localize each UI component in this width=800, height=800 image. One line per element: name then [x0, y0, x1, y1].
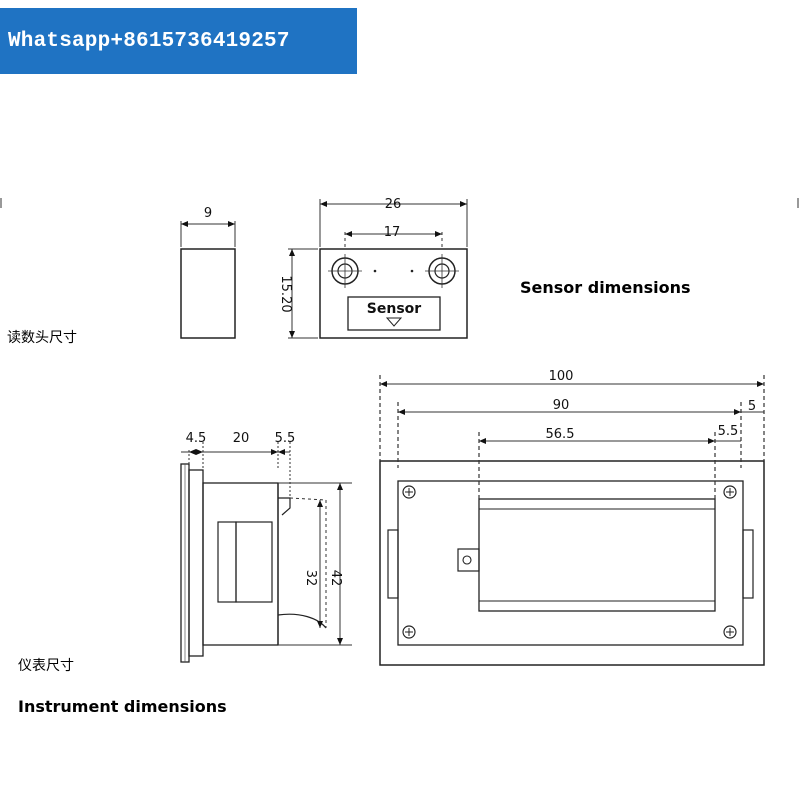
display-window	[478, 498, 716, 612]
sensor-front-view: 26 17 15.20 Sensor	[278, 197, 468, 339]
instrument-front-outline	[379, 460, 765, 666]
instrument-side-left-label: 4.5	[186, 431, 207, 446]
sensor-label-plate	[347, 296, 441, 331]
sensor-side-width-label: 9	[204, 206, 212, 221]
sensor-dimensions-heading: Sensor dimensions	[520, 278, 691, 297]
instrument-front-offset-label: 5.5	[718, 424, 739, 439]
instrument-front-window-label: 56.5	[546, 427, 575, 442]
instrument-side-inner-height-label: 32	[303, 570, 318, 587]
instrument-front-total-label: 100	[549, 369, 574, 384]
sensor-side-outline	[180, 248, 236, 339]
sensor-height-label: 15.20	[278, 275, 293, 312]
sensor-front-outline	[319, 248, 468, 339]
instrument-cn-label: 仪表尺寸	[18, 658, 74, 674]
triangle-down-icon	[385, 317, 403, 327]
instrument-dimensions-heading: Instrument dimensions	[18, 697, 227, 716]
screw-top-left-icon	[402, 485, 416, 499]
instrument-front-view: 100 90 5 56.5 5.5	[379, 369, 765, 666]
instrument-front-inner-label: 90	[553, 398, 570, 413]
screw-top-right-icon	[723, 485, 737, 499]
mounting-hole-right-icon	[425, 254, 459, 288]
instrument-side-view: 4.5 20 5.5 42 32	[180, 431, 352, 663]
screw-bottom-right-icon	[723, 625, 737, 639]
mounting-hole-left-icon	[328, 254, 362, 288]
sensor-front-width-label: 26	[385, 197, 402, 212]
sensor-plate-text: Sensor	[367, 301, 421, 317]
sensor-cn-label: 读数头尺寸	[7, 330, 77, 346]
contact-banner-text: Whatsapp+8615736419257	[8, 29, 290, 53]
screw-bottom-left-icon	[402, 625, 416, 639]
sensor-side-view: 9	[180, 206, 236, 339]
sensor-hole-spacing-label: 17	[384, 225, 401, 240]
contact-banner: Whatsapp+8615736419257	[0, 8, 357, 74]
instrument-front-edge-label: 5	[748, 399, 756, 414]
instrument-side-body-label: 20	[233, 431, 250, 446]
instrument-side-outer-height-label: 42	[328, 570, 343, 587]
instrument-side-right-label: 5.5	[275, 431, 296, 446]
